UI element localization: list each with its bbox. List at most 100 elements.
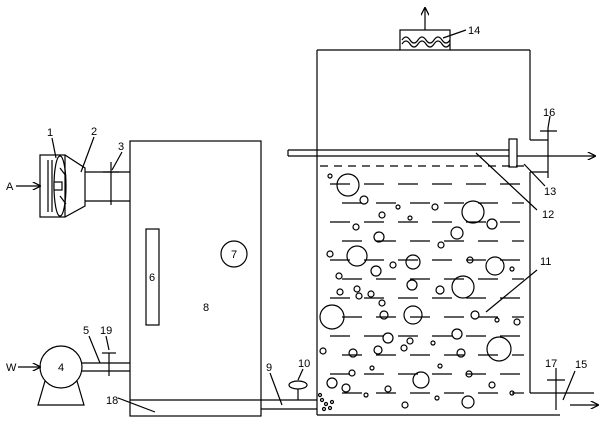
- label-11: 11: [540, 256, 551, 268]
- bubble: [373, 231, 385, 243]
- bubble: [336, 173, 360, 197]
- bubble: [461, 395, 475, 409]
- bubble: [431, 203, 439, 211]
- bubble: [486, 218, 498, 230]
- label-12: 12: [542, 209, 554, 221]
- bubble: [348, 348, 358, 358]
- bubble: [407, 215, 413, 221]
- leader-lines: [51, 29, 576, 413]
- bubble: [369, 365, 375, 371]
- bubble: [437, 363, 443, 369]
- bubble: [465, 370, 473, 378]
- bubble: [466, 256, 474, 264]
- bubble: [509, 266, 515, 272]
- pipe-12: [287, 138, 518, 168]
- inlet-a-label: A: [6, 181, 14, 193]
- bubble: [509, 390, 515, 396]
- bubble: [327, 173, 333, 179]
- valve-10: [288, 380, 308, 400]
- bubble: [405, 254, 421, 270]
- window-6: [145, 228, 160, 326]
- tank-8: [129, 140, 262, 417]
- bubble: [373, 345, 383, 355]
- label-5: 5: [83, 325, 89, 337]
- bubble: [384, 385, 392, 393]
- gauge-7: [220, 240, 248, 268]
- bubble: [450, 226, 464, 240]
- fan-diffuser: [64, 154, 86, 218]
- bubble: [400, 344, 408, 352]
- bubble: [378, 211, 386, 219]
- bubble: [470, 310, 480, 320]
- label-7: 7: [231, 249, 237, 261]
- label-19: 19: [100, 325, 112, 337]
- label-9: 9: [266, 362, 272, 374]
- bubble: [389, 261, 397, 269]
- bubble: [363, 392, 369, 398]
- bubble: [379, 310, 389, 320]
- bubble: [412, 371, 430, 389]
- bubble: [494, 317, 500, 323]
- bubble: [451, 328, 463, 340]
- bubble: [348, 369, 356, 377]
- bubble: [451, 275, 475, 299]
- bubble: [406, 279, 418, 291]
- bubble: [401, 401, 409, 409]
- bubble: [513, 318, 521, 326]
- bubble: [456, 348, 466, 358]
- bubble: [352, 223, 360, 231]
- label-8: 8: [203, 302, 209, 314]
- water-pipe-5: [82, 352, 130, 376]
- bubble: [359, 195, 369, 205]
- label-1: 1: [47, 127, 53, 139]
- reactor-11: [316, 49, 531, 416]
- bubble: [485, 256, 505, 276]
- bubble: [355, 292, 363, 300]
- bubble: [353, 285, 361, 293]
- bubble: [434, 395, 440, 401]
- label-18: 18: [106, 395, 118, 407]
- bubble: [336, 288, 344, 296]
- bubble: [367, 290, 375, 298]
- bubble: [430, 340, 436, 346]
- bubble: [382, 332, 394, 344]
- bubble: [395, 204, 401, 210]
- liquid-dashes: [330, 183, 524, 394]
- bubble: [326, 250, 334, 258]
- label-2: 2: [91, 126, 97, 138]
- label-16: 16: [543, 107, 555, 119]
- bubble: [346, 245, 368, 267]
- bubble: [435, 285, 445, 295]
- air-bubbles: [319, 173, 521, 409]
- bubble: [335, 272, 343, 280]
- fan-hub: [53, 181, 63, 191]
- label-15: 15: [575, 359, 587, 371]
- label-3: 3: [118, 141, 124, 153]
- bubble: [488, 381, 496, 389]
- label-17: 17: [545, 358, 557, 370]
- label-6: 6: [149, 272, 155, 284]
- outlet-13: [517, 128, 595, 178]
- label-4: 4: [58, 362, 64, 374]
- bubble: [326, 377, 338, 389]
- label-10: 10: [298, 358, 310, 370]
- bubble: [370, 265, 382, 277]
- bubble: [406, 337, 414, 345]
- label-14: 14: [468, 25, 480, 37]
- bubble: [319, 347, 327, 355]
- sediment: [317, 392, 335, 412]
- bubble: [378, 299, 386, 307]
- fan-unit: [39, 154, 86, 218]
- bubble: [319, 304, 345, 330]
- bubble: [403, 305, 423, 325]
- bubble: [486, 336, 512, 362]
- bubble: [461, 200, 485, 224]
- pump-4: [37, 345, 85, 406]
- bubble: [437, 241, 445, 249]
- inlet-w-label: W: [6, 362, 17, 374]
- air-duct: [85, 162, 130, 205]
- exhaust-filter-14: [399, 8, 451, 51]
- label-13: 13: [544, 186, 556, 198]
- bubble: [341, 383, 351, 393]
